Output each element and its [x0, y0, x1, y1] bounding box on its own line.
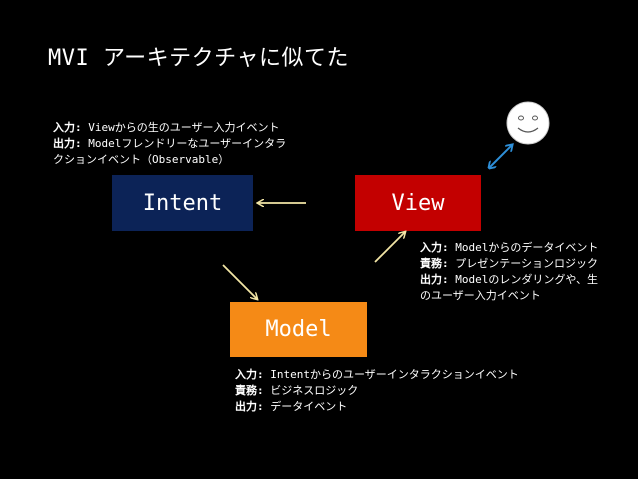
intent-input-line: 入力: Viewからの生のユーザー入力イベント: [53, 120, 286, 136]
model-to-view-arrow: [374, 232, 405, 263]
input-text: Modelからのデータイベント: [448, 241, 599, 254]
input-label: 入力:: [420, 241, 449, 254]
input-label: 入力:: [53, 121, 82, 134]
slide-title: MVI アーキテクチャに似てた: [48, 46, 349, 71]
view-responsibility-line: 責務: プレゼンテーションロジック: [420, 256, 598, 272]
input-text: Intentからのユーザーインタラクションイベント: [263, 368, 519, 381]
model-box: Model: [230, 302, 367, 357]
user-view-link-arrow: [489, 145, 512, 168]
user-smiley-icon: [506, 101, 550, 145]
responsibility-label: 責務:: [235, 384, 264, 397]
intent-to-model-arrow: [222, 264, 257, 299]
intent-output-line: 出力: Modelフレンドリーなユーザーインタラ: [53, 136, 286, 152]
responsibility-label: 責務:: [420, 257, 449, 270]
model-output-line: 出力: データイベント: [235, 399, 519, 415]
intent-output-line-cont: クションイベント（Observable）: [53, 153, 230, 166]
view-box: View: [355, 175, 481, 231]
intent-description: 入力: Viewからの生のユーザー入力イベント 出力: Modelフレンドリーな…: [53, 120, 286, 168]
view-output-line-cont: のユーザー入力イベント: [420, 289, 541, 302]
view-description: 入力: Modelからのデータイベント 責務: プレゼンテーションロジック 出力…: [420, 240, 598, 304]
model-description: 入力: Intentからのユーザーインタラクションイベント 責務: ビジネスロジ…: [235, 367, 519, 415]
input-text: Viewからの生のユーザー入力イベント: [81, 121, 280, 134]
input-label: 入力:: [235, 368, 264, 381]
output-label: 出力:: [235, 400, 264, 413]
output-label: 出力:: [420, 273, 449, 286]
output-text: Modelのレンダリングや、生: [448, 273, 599, 286]
intent-box: Intent: [112, 175, 253, 231]
output-label: 出力:: [53, 137, 82, 150]
view-input-line: 入力: Modelからのデータイベント: [420, 240, 598, 256]
output-text: データイベント: [263, 400, 348, 413]
responsibility-text: ビジネスロジック: [263, 384, 359, 397]
view-output-line: 出力: Modelのレンダリングや、生: [420, 272, 598, 288]
output-text: Modelフレンドリーなユーザーインタラ: [81, 137, 287, 150]
model-input-line: 入力: Intentからのユーザーインタラクションイベント: [235, 367, 519, 383]
model-responsibility-line: 責務: ビジネスロジック: [235, 383, 519, 399]
responsibility-text: プレゼンテーションロジック: [448, 257, 599, 270]
